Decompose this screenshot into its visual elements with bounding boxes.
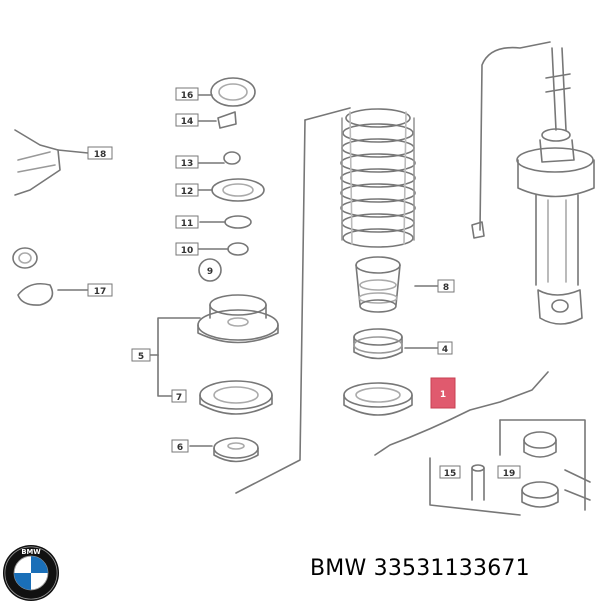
left-part-stack — [149, 77, 279, 463]
part-number-caption: BMW 33531133671 — [310, 556, 530, 581]
callout-15: 15 — [444, 469, 457, 479]
callout-12: 12 — [181, 187, 194, 197]
partial-part-top-left — [14, 129, 89, 196]
callout-17: 17 — [94, 287, 107, 297]
callout-16: 16 — [181, 91, 194, 101]
highlighted-part-marker — [430, 377, 456, 409]
logo-quadrant-blue-top — [31, 556, 48, 573]
shock-absorber — [374, 41, 595, 456]
ring-part-1 — [343, 382, 413, 416]
callout-labels: 16 14 13 12 11 10 9 8 7 5 6 4 1 18 17 19… — [87, 87, 521, 479]
partial-part-left — [12, 247, 89, 306]
detail-box — [429, 419, 591, 516]
callout-5: 5 — [138, 352, 144, 362]
callout-19: 19 — [503, 469, 516, 479]
center-bracket — [235, 107, 351, 494]
callout-10: 10 — [181, 246, 194, 256]
callout-6: 6 — [177, 443, 183, 453]
callout-1: 1 — [440, 390, 446, 400]
logo-brand-text: BMW — [21, 548, 41, 556]
bump-stop-part-8 — [355, 256, 441, 313]
callout-11: 11 — [181, 219, 194, 229]
callout-18: 18 — [94, 150, 107, 160]
ring-part-4 — [353, 328, 439, 360]
callout-4: 4 — [442, 345, 448, 355]
bmw-logo: BMW — [2, 544, 60, 602]
callout-7: 7 — [176, 393, 182, 403]
coil-spring — [340, 108, 416, 248]
callout-13: 13 — [181, 159, 194, 169]
callout-9: 9 — [207, 267, 213, 277]
logo-quadrant-blue-bottom — [14, 573, 32, 590]
callout-8: 8 — [443, 283, 449, 293]
callout-14: 14 — [181, 117, 194, 127]
